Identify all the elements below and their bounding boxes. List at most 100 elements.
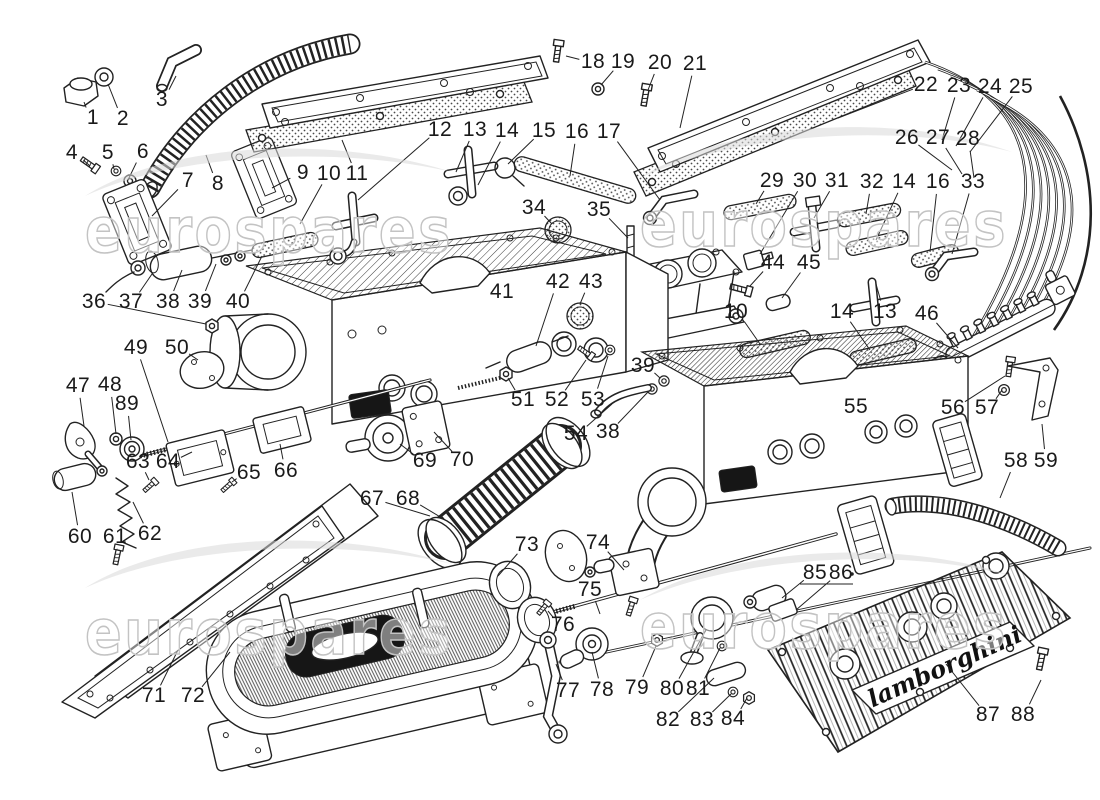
leader-line-47-51 bbox=[79, 397, 85, 427]
leader-line-53-58 bbox=[597, 355, 609, 389]
leader-line-43-44 bbox=[579, 292, 586, 305]
leader-line-38-60 bbox=[617, 391, 649, 424]
leader-line-16-15 bbox=[569, 143, 576, 177]
nut-icon bbox=[742, 691, 756, 705]
leader-line-78-85 bbox=[591, 651, 599, 679]
washer-icon bbox=[997, 383, 1011, 397]
leader-line-69-76 bbox=[399, 443, 414, 455]
leader-line-70-77 bbox=[433, 431, 453, 452]
washer-icon bbox=[604, 344, 616, 356]
fuel-hose bbox=[513, 156, 637, 204]
banjo-elbow bbox=[924, 247, 979, 282]
leader-line-67-74 bbox=[385, 501, 431, 517]
t-fitting bbox=[443, 145, 499, 206]
leader-line-44-45 bbox=[749, 271, 764, 287]
leader-line-5-4 bbox=[112, 164, 115, 170]
washer-icon bbox=[658, 375, 670, 387]
actuator-pot bbox=[345, 414, 412, 462]
leader-line-82-89 bbox=[677, 677, 715, 713]
bellcrank bbox=[539, 631, 568, 744]
breather-pipe bbox=[590, 384, 652, 419]
bolt-icon bbox=[550, 38, 565, 64]
leader-line-88-95 bbox=[1028, 679, 1042, 705]
leader-line-23-22 bbox=[941, 97, 956, 141]
leader-line-13-49 bbox=[875, 283, 882, 301]
inline-filter bbox=[485, 335, 569, 373]
leader-line-34-35 bbox=[544, 215, 553, 225]
leader-line-48-52 bbox=[111, 396, 117, 435]
engine-mount bbox=[743, 584, 798, 622]
leader-line-83-90 bbox=[712, 693, 732, 713]
air-filter-housing bbox=[205, 560, 558, 772]
leader-line-50-55 bbox=[188, 353, 199, 361]
leader-line-80-87 bbox=[678, 629, 707, 679]
washer-icon bbox=[591, 82, 605, 96]
airbox-lid bbox=[647, 39, 931, 173]
watermark-layer: eurospares eurospares eurospares eurospa… bbox=[84, 127, 1012, 670]
leader-line-19-18 bbox=[600, 70, 614, 86]
leader-line-89-53 bbox=[128, 415, 132, 441]
leader-line-1-0 bbox=[83, 101, 87, 108]
dot bbox=[850, 572, 854, 576]
t-fitting bbox=[849, 277, 901, 327]
leader-line-54-59 bbox=[586, 403, 613, 427]
leader-line-74-81 bbox=[607, 551, 625, 571]
leader-line-18-17 bbox=[565, 55, 580, 60]
bolt-icon bbox=[110, 543, 125, 566]
leader-line-59-66 bbox=[1041, 423, 1045, 450]
corrugated-hose-small bbox=[884, 495, 1067, 557]
leader-line-26-25 bbox=[918, 144, 953, 171]
leader-line-49-54 bbox=[140, 359, 169, 443]
leader-line-85-92 bbox=[781, 579, 805, 599]
leader-line-14-13 bbox=[477, 141, 501, 186]
bolt-icon bbox=[78, 154, 102, 175]
leader-line-9-8 bbox=[271, 177, 291, 189]
reed-plate bbox=[165, 429, 235, 487]
leader-line-76-83 bbox=[547, 610, 554, 618]
leader-line-75-82 bbox=[594, 600, 601, 615]
leader-line-32-31 bbox=[865, 193, 870, 215]
leader-line-31-30 bbox=[813, 190, 831, 219]
leader-line-39-40 bbox=[204, 263, 217, 292]
leader-line-51-56 bbox=[507, 377, 516, 391]
leader-line-40-41 bbox=[244, 255, 263, 292]
leader-line-4-3 bbox=[83, 159, 91, 167]
leader-line-3-2 bbox=[168, 75, 177, 90]
leader-line-16-33 bbox=[929, 193, 937, 253]
nut-icon bbox=[205, 318, 219, 334]
leader-line-29-28 bbox=[755, 190, 765, 205]
t-fitting bbox=[789, 195, 841, 253]
watermark-text: eurospares bbox=[640, 188, 1008, 261]
leader-line-28-27 bbox=[969, 150, 975, 179]
leader-line-57-64 bbox=[995, 389, 1003, 400]
leader-line-35-36 bbox=[608, 217, 629, 239]
ignition-module bbox=[932, 413, 983, 487]
leader-line-79-86 bbox=[642, 645, 657, 678]
ignition-wires bbox=[924, 60, 1092, 349]
leader-lines bbox=[71, 55, 1045, 713]
leader-line-20-19 bbox=[647, 73, 655, 91]
leader-line-17-16 bbox=[616, 141, 661, 201]
leader-line-22-21 bbox=[837, 88, 914, 119]
nut-icon bbox=[499, 366, 513, 382]
leader-line-87-94 bbox=[945, 663, 980, 707]
fuel-hose bbox=[251, 231, 319, 259]
leader-line-30-29 bbox=[759, 190, 799, 255]
l-bracket bbox=[1007, 357, 1059, 421]
leader-line-12-11 bbox=[357, 137, 430, 201]
plug-fitting bbox=[765, 293, 791, 312]
leader-line-21-20 bbox=[679, 75, 693, 129]
leader-line-46-50 bbox=[936, 322, 959, 349]
clamp-screw bbox=[512, 175, 525, 187]
watermark-text: eurospares bbox=[640, 590, 1008, 663]
t-fitting bbox=[329, 191, 379, 265]
bolt-icon bbox=[637, 82, 654, 108]
mount-bracket bbox=[401, 400, 451, 456]
banjo-elbow bbox=[642, 189, 699, 226]
leader-line-64-71 bbox=[180, 451, 193, 458]
leader-line-71-78 bbox=[160, 649, 179, 686]
plug-and-washer bbox=[63, 67, 114, 107]
watermark-text: eurospares bbox=[85, 194, 453, 267]
leader-line-52-57 bbox=[564, 359, 587, 391]
